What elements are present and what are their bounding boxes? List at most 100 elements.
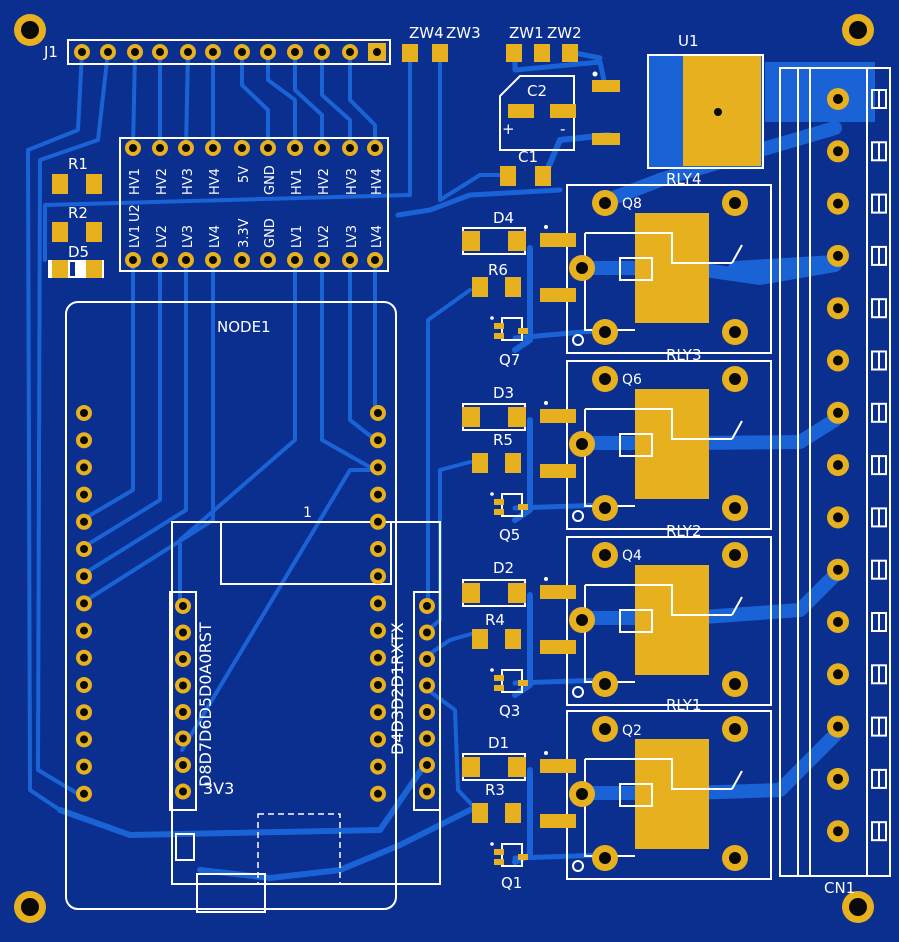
diode-marker (544, 577, 548, 581)
small-transistor-pad (494, 333, 504, 339)
relay-switch (731, 420, 743, 440)
relay-pin1-marker (572, 510, 584, 522)
label-c1: C1 (518, 148, 538, 166)
u2-pin-label: LV3 (181, 225, 196, 248)
u2-pin-label: LV4 (370, 225, 385, 248)
header-right-pin-hole (423, 628, 431, 637)
u2-pin-label: 3.3V (237, 218, 252, 248)
cn1-pad-hole (833, 773, 843, 784)
label-node-pin1: 1 (303, 505, 312, 521)
relay-pad-hole (599, 723, 611, 735)
label-c2-minus: - (560, 120, 565, 138)
header-right-pin-hole (423, 787, 431, 796)
relay-pad-hole (729, 852, 741, 864)
cn1-pad-hole (833, 198, 843, 209)
transistor-pad (540, 464, 576, 478)
header-left-outline (169, 591, 197, 811)
u2-pin-label: HV4 (370, 168, 385, 195)
header-left-pin-hole (179, 602, 187, 610)
node-pin-right-hole (374, 463, 382, 472)
cn1-pad-hole (833, 355, 843, 366)
header-left-pin-hole (179, 655, 187, 663)
node-pin-left-hole (80, 409, 88, 417)
resistor-pad (472, 453, 488, 473)
small-transistor-pad (494, 675, 504, 681)
u2-pin-label: LV3 (345, 225, 360, 248)
label-q1: Q1 (501, 874, 522, 892)
cn1-pad-hole (833, 407, 843, 418)
relay-outline (566, 710, 772, 880)
u2-top-pin-labels: HV1 HV2 HV3 HV4 5V GND HV1 HV2 HV3 HV4 (128, 165, 385, 195)
diode-marker (544, 401, 548, 405)
u2-pin-label: LV1 (290, 225, 305, 248)
label-q7: Q7 (499, 351, 520, 369)
transistor-pad (540, 288, 576, 302)
transistor-pad (540, 640, 576, 654)
diode-pad (508, 583, 526, 603)
resistor-pad (472, 803, 488, 823)
transistor-pad (540, 233, 576, 247)
header-right-pin-hole (423, 655, 431, 663)
relay-pad-hole (729, 502, 741, 514)
small-transistor-pad (518, 504, 528, 510)
label-q2: Q2 (622, 723, 642, 739)
label-q5: Q5 (499, 526, 520, 544)
diode-pad (462, 583, 480, 603)
label-r1: R1 (68, 155, 88, 173)
header-right-pin-hole (423, 708, 431, 716)
relay-pad-hole (729, 326, 741, 338)
header-right-outline (413, 591, 441, 811)
node-pin-right-hole (374, 735, 382, 744)
u2-pin-label: LV2 (155, 225, 170, 248)
u2-pin-label: HV3 (181, 168, 196, 195)
label-c2-plus: + (502, 120, 515, 138)
relay-symbol (585, 232, 732, 264)
node-pin-right-hole (374, 789, 382, 798)
relay-outline (566, 184, 772, 354)
node-pin-left-hole (80, 490, 88, 499)
relay-outline (566, 536, 772, 706)
small-transistor-pad (518, 854, 528, 860)
transistor-pad (540, 585, 576, 599)
resistor-pad (505, 453, 521, 473)
relay-pad-hole (599, 197, 611, 209)
label-d4: D4 (493, 209, 514, 227)
header-left-pin-hole (179, 628, 187, 637)
node-pin-left-hole (80, 517, 88, 526)
diode-pad (462, 407, 480, 427)
small-transistor-pad (494, 685, 504, 691)
node-pin-right-hole (374, 653, 382, 662)
small-transistor-pad (494, 859, 504, 865)
label-cn1: CN1 (824, 879, 855, 897)
label-node-right-header: D4D3D2D1RXTX (388, 622, 407, 755)
d5-led (48, 260, 104, 278)
transistor-pad (540, 759, 576, 773)
u2-pin-label: LV1 (128, 225, 143, 248)
label-r6: R6 (488, 261, 508, 279)
cn1-pad-hole (833, 303, 843, 314)
relay-coil-pad (635, 565, 709, 675)
header-left-pin-hole (179, 734, 187, 743)
diode-pad (508, 407, 526, 427)
relay-pad-hole (576, 262, 588, 274)
label-rly2: RLY2 (666, 522, 702, 540)
node1-module (65, 301, 441, 913)
label-c2: C2 (527, 82, 547, 100)
node-pin-left-hole (80, 653, 88, 662)
cn1-pad-hole (833, 250, 843, 261)
node-pin-right-hole (374, 599, 382, 608)
relay-coil-box (619, 433, 653, 457)
cn1-pad-hole (833, 826, 843, 837)
node-pin-right-hole (374, 409, 382, 417)
relay-pin1-marker (572, 860, 584, 872)
node-pin-left-hole (80, 789, 88, 798)
label-zw2: ZW2 (547, 24, 582, 42)
relay-coil-pad (635, 213, 709, 323)
header-left-pin-hole (179, 787, 187, 796)
relay-pad-hole (729, 678, 741, 690)
resistor-pad (505, 803, 521, 823)
relay-coil-box (619, 609, 653, 633)
u2-pin-label: 5V (237, 166, 252, 183)
label-rly1: RLY1 (666, 696, 702, 714)
